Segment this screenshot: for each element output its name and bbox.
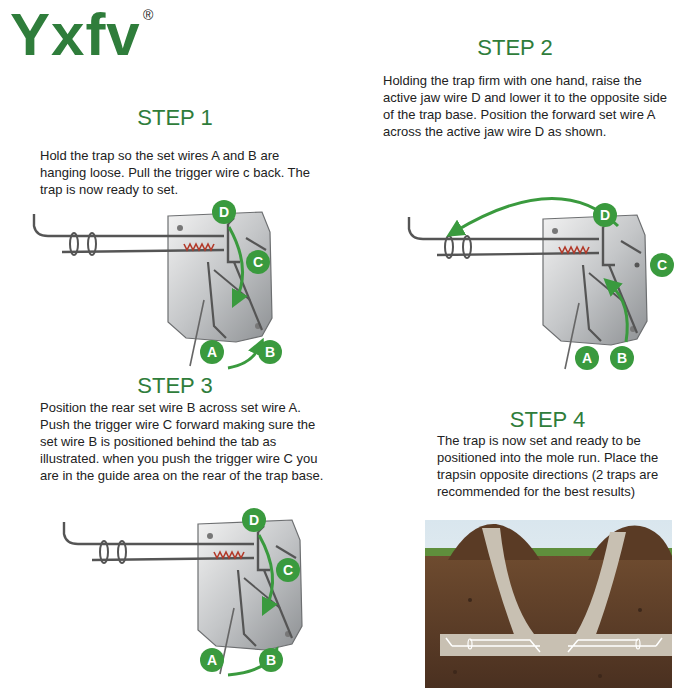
trap-drawing: [409, 215, 647, 369]
callout-text: C: [657, 257, 667, 273]
step-heading: STEP 4: [420, 406, 675, 435]
step-heading: STEP 2: [380, 34, 650, 63]
step-text: Hold the trap so the set wires A and B a…: [40, 148, 315, 199]
motion-arrow: [454, 198, 618, 232]
step-text: The trap is now set and ready to be posi…: [437, 433, 672, 501]
callout-letter: C: [246, 250, 270, 274]
callout-text: B: [265, 344, 275, 360]
callout-text: A: [207, 652, 217, 668]
step-text: Holding the trap firm with one hand, rai…: [383, 73, 668, 141]
trap-drawing: [64, 520, 302, 674]
callout-letter: A: [575, 346, 599, 370]
logo-text: Yxfv: [10, 0, 141, 69]
motion-arrow: [229, 227, 243, 300]
callout-text: D: [600, 207, 610, 223]
trap-drawing: [34, 212, 272, 366]
callout-letter: C: [650, 253, 674, 277]
motion-arrow: [228, 346, 260, 368]
callout-text: B: [617, 350, 627, 366]
callout-letter: A: [200, 648, 224, 672]
callout-text: B: [266, 652, 276, 668]
motion-arrow: [610, 284, 627, 342]
soil-picture: [425, 520, 672, 688]
callout-letter: C: [276, 558, 300, 582]
callout-letter: A: [200, 340, 224, 364]
step-text: Position the rear set wire B across set …: [40, 400, 330, 484]
callout-text: C: [283, 562, 293, 578]
motion-arrow: [259, 535, 273, 608]
step-heading: STEP 3: [40, 372, 310, 401]
callout-letter: D: [242, 508, 266, 532]
callout-letter: B: [610, 346, 634, 370]
callout-text: D: [249, 512, 259, 528]
callout-text: A: [582, 350, 592, 366]
callout-letter: D: [593, 203, 617, 227]
callout-text: C: [253, 254, 263, 270]
step-heading: STEP 1: [40, 104, 310, 133]
callout-letter: B: [258, 340, 282, 364]
callout-text: A: [207, 344, 217, 360]
callout-letter: D: [212, 200, 236, 224]
callout-letter: B: [259, 648, 283, 672]
registered-mark: ®: [143, 6, 153, 24]
callout-text: D: [219, 204, 229, 220]
